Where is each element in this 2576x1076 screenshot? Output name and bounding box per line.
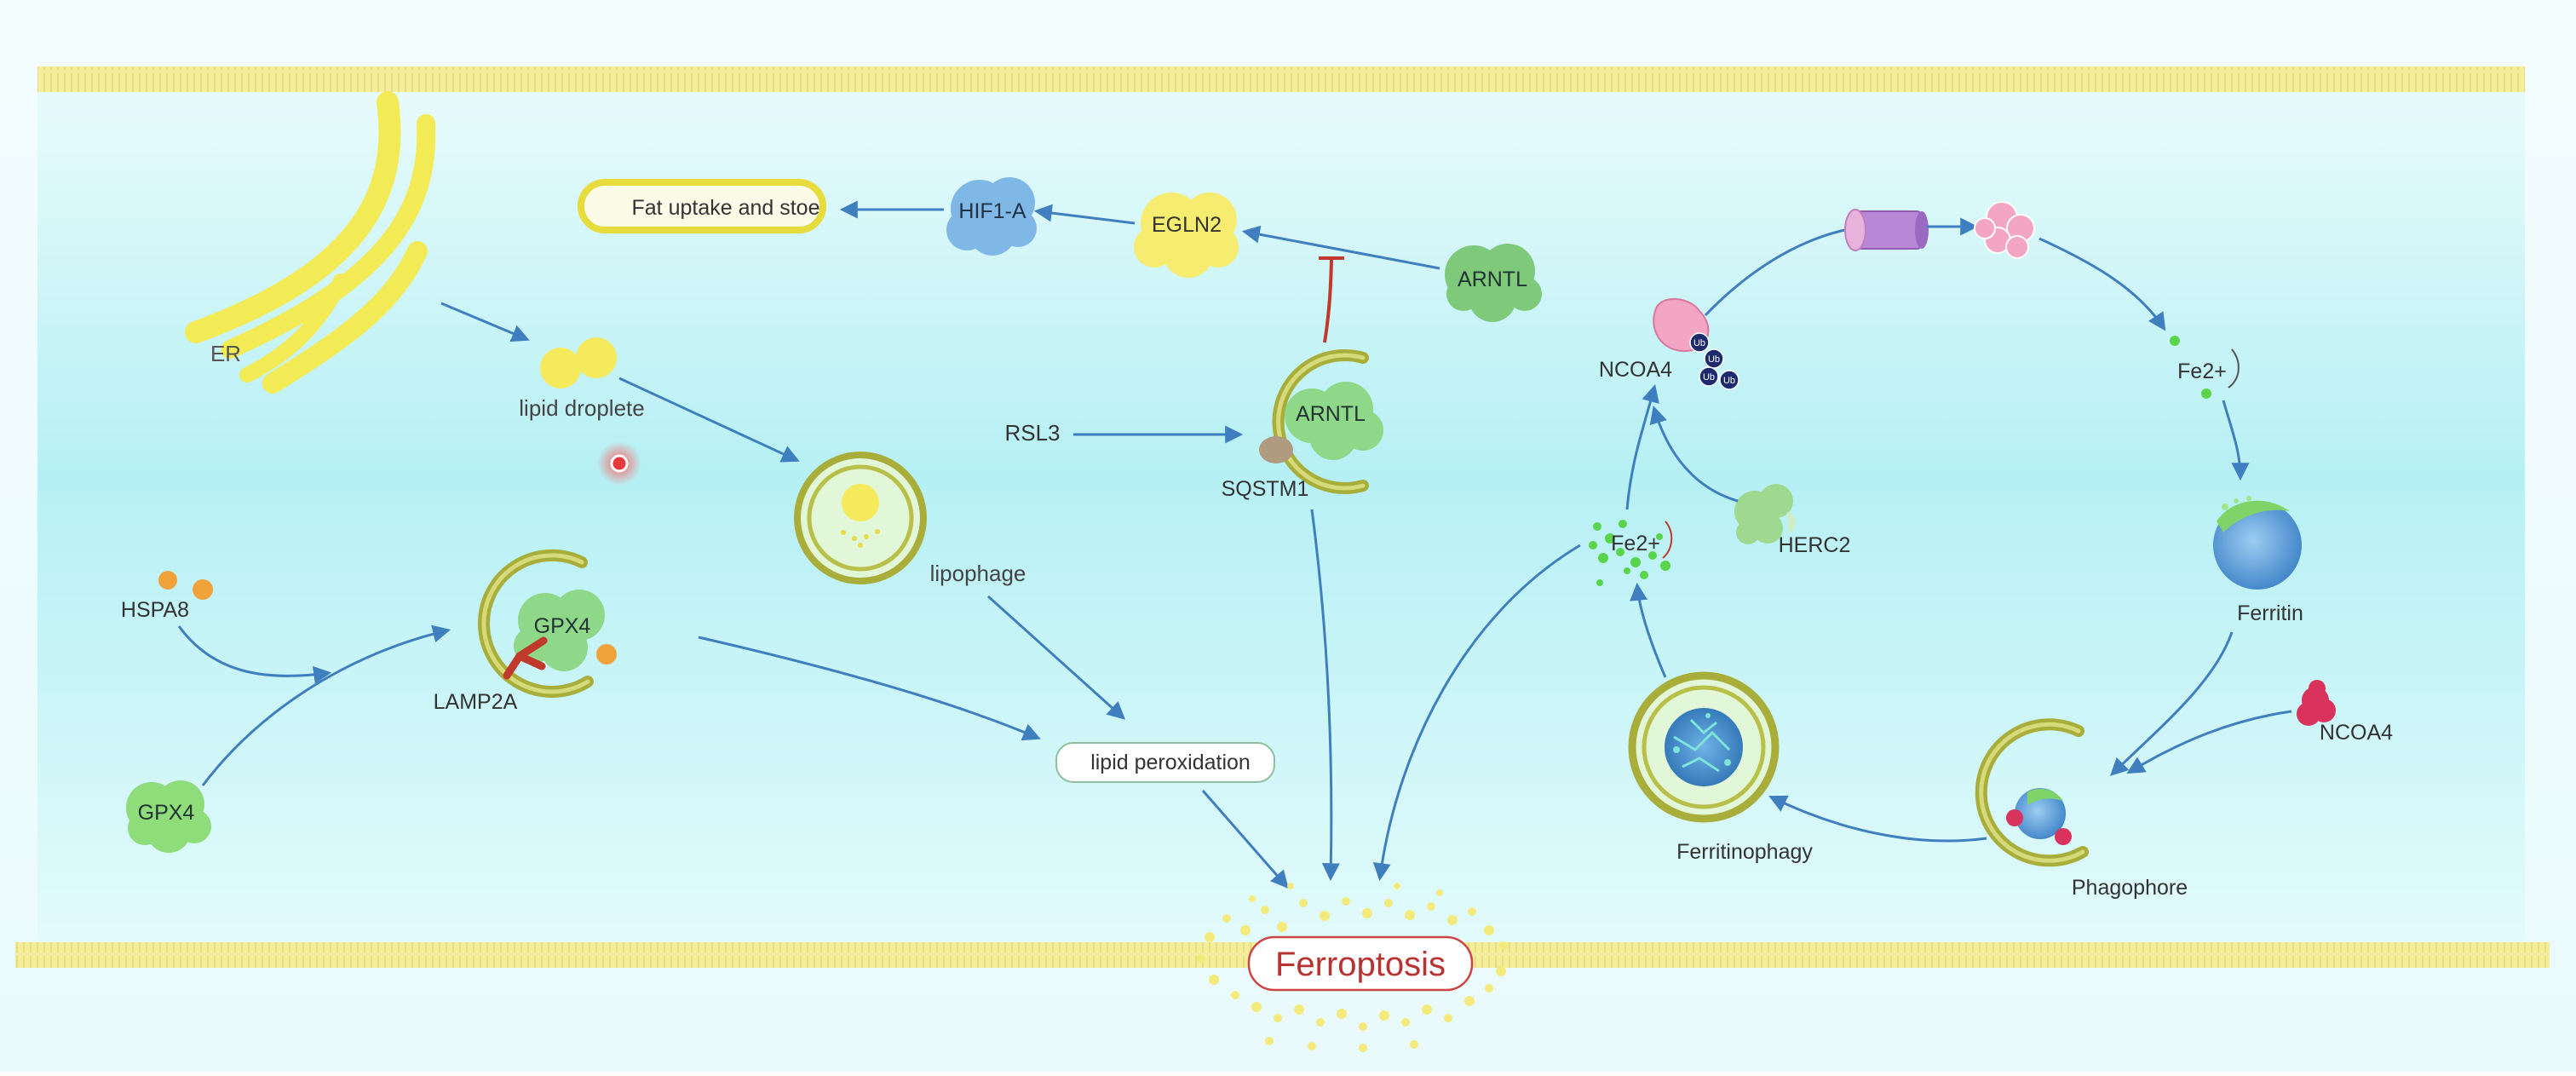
proteasome-icon — [1844, 209, 1929, 251]
arrow-gpx4-to-lamp2a — [201, 624, 451, 786]
arrow-herc2-to-ncoa4 — [1649, 405, 1739, 503]
arrow-lipid-droplet-to-lipophage — [618, 377, 800, 463]
cytoplasm — [37, 89, 2525, 949]
ncoa4-top-label: NCOA4 — [1599, 358, 1672, 382]
lipid-droplet-icon — [540, 337, 617, 388]
top-membrane — [37, 66, 2525, 92]
hif1a-protein-icon — [946, 177, 1037, 256]
er-label: ER — [210, 341, 241, 366]
arc-ncoa4-to-proteasome — [1704, 227, 1854, 317]
ferroptosis-box — [1247, 935, 1474, 992]
arrow-ferritinophagy-to-fe2 — [1630, 582, 1667, 678]
arrow-sqstm1-to-ferroptosis — [1310, 509, 1340, 882]
fe2-left-icon — [1589, 520, 1670, 586]
hspa8-label: HSPA8 — [121, 598, 189, 622]
arrow-gpx4-complex-to-lipid-peroxidation — [698, 636, 1041, 741]
rsl3-label: RSL3 — [1004, 420, 1060, 446]
arrow-phagophore-to-ferritinophagy — [1768, 795, 1987, 843]
arrow-fe2-to-ncoa4 — [1625, 383, 1659, 510]
ub-tag-1: Ub — [1693, 338, 1705, 348]
degraded-ncoa4-icon — [1974, 201, 2035, 259]
arrow-fe2-to-ferritin — [2222, 400, 2250, 481]
herc2-label: HERC2 — [1779, 533, 1851, 557]
arrow-lipid-peroxidation-to-ferroptosis — [1201, 790, 1289, 889]
arntl-bound-label: ARNTL — [1296, 402, 1366, 426]
ferritin-icon — [2213, 496, 2302, 590]
sqstm1-phagophore-icon — [1259, 349, 1383, 494]
arrow-arntl-to-egln2 — [1241, 225, 1440, 270]
fe2-top-label: Fe2+ — [2177, 360, 2227, 383]
arrow-hspa8-to-lamp2a — [177, 625, 332, 684]
ub-tag-2: Ub — [1708, 354, 1720, 365]
gpx4-free-label: GPX4 — [138, 801, 195, 825]
arc-degraded-to-fe2 — [2038, 237, 2166, 331]
lipophage-label: lipophage — [930, 561, 1026, 586]
fe2-top-curl — [2228, 348, 2240, 388]
ferroptosis-particles — [1197, 883, 1508, 1052]
fe2-top-icon — [2170, 336, 2211, 399]
hif1a-label: HIF1-A — [958, 199, 1026, 223]
arrow-ncoa4-to-phagophore — [2126, 710, 2292, 774]
ub-tag-4: Ub — [1723, 376, 1735, 386]
er-organelle — [185, 91, 436, 394]
herc2-protein-icon — [1734, 484, 1793, 544]
ferritinophagy-label: Ferritinophagy — [1676, 840, 1813, 864]
arrow-er-to-lipid-droplet — [440, 302, 530, 342]
inhibition-sqstm1-to-arntl — [1319, 256, 1344, 343]
sqstm1-label: SQSTM1 — [1222, 477, 1309, 501]
fe2-left-curl — [1662, 521, 1673, 559]
arrow-ferritin-to-phagophore — [2109, 631, 2234, 776]
ub-tag-3: Ub — [1703, 372, 1715, 383]
fe2-left-label: Fe2+ — [1611, 532, 1660, 555]
ferritin-label: Ferritin — [2237, 601, 2303, 625]
lipid-peroxidation-box — [1055, 742, 1275, 783]
lipophage-icon — [794, 452, 927, 584]
arrow-lipophage-to-lipid-peroxidation — [986, 595, 1126, 720]
fat-uptake-box — [578, 179, 826, 233]
fat-uptake-label: Fat uptake and stoe — [632, 196, 820, 220]
lamp2a-label: LAMP2A — [434, 690, 518, 714]
lamp2a-gpx4-complex-icon — [477, 549, 617, 698]
ferroptosis-label: Ferroptosis — [1275, 946, 1446, 983]
phagophore-icon — [1975, 718, 2089, 867]
egln2-label: EGLN2 — [1152, 213, 1222, 237]
lipid-peroxidation-label: lipid peroxidation — [1090, 751, 1251, 774]
arntl-protein-top-icon — [1445, 244, 1542, 322]
ncoa4-right-label: NCOA4 — [2320, 721, 2393, 745]
arntl-top-label: ARNTL — [1458, 268, 1527, 291]
ferritinophagy-icon — [1628, 671, 1780, 823]
arrow-fe2-to-ferroptosis — [1372, 544, 1581, 882]
egln2-protein-icon — [1134, 193, 1239, 278]
gpx4-bound-label: GPX4 — [534, 614, 591, 638]
hspa8-icon — [158, 571, 213, 600]
arrow-egln2-to-hif1a — [1033, 204, 1136, 225]
ncoa4-ubiquitinated-icon: Ub Ub Ub Ub — [1653, 297, 1739, 390]
ncoa4-right-icon — [2297, 680, 2336, 726]
red-marker-icon — [597, 441, 641, 486]
phagophore-label: Phagophore — [2072, 876, 2188, 900]
gpx4-free-protein-icon — [126, 780, 211, 853]
lipid-droplete-label: lipid droplete — [519, 395, 644, 421]
